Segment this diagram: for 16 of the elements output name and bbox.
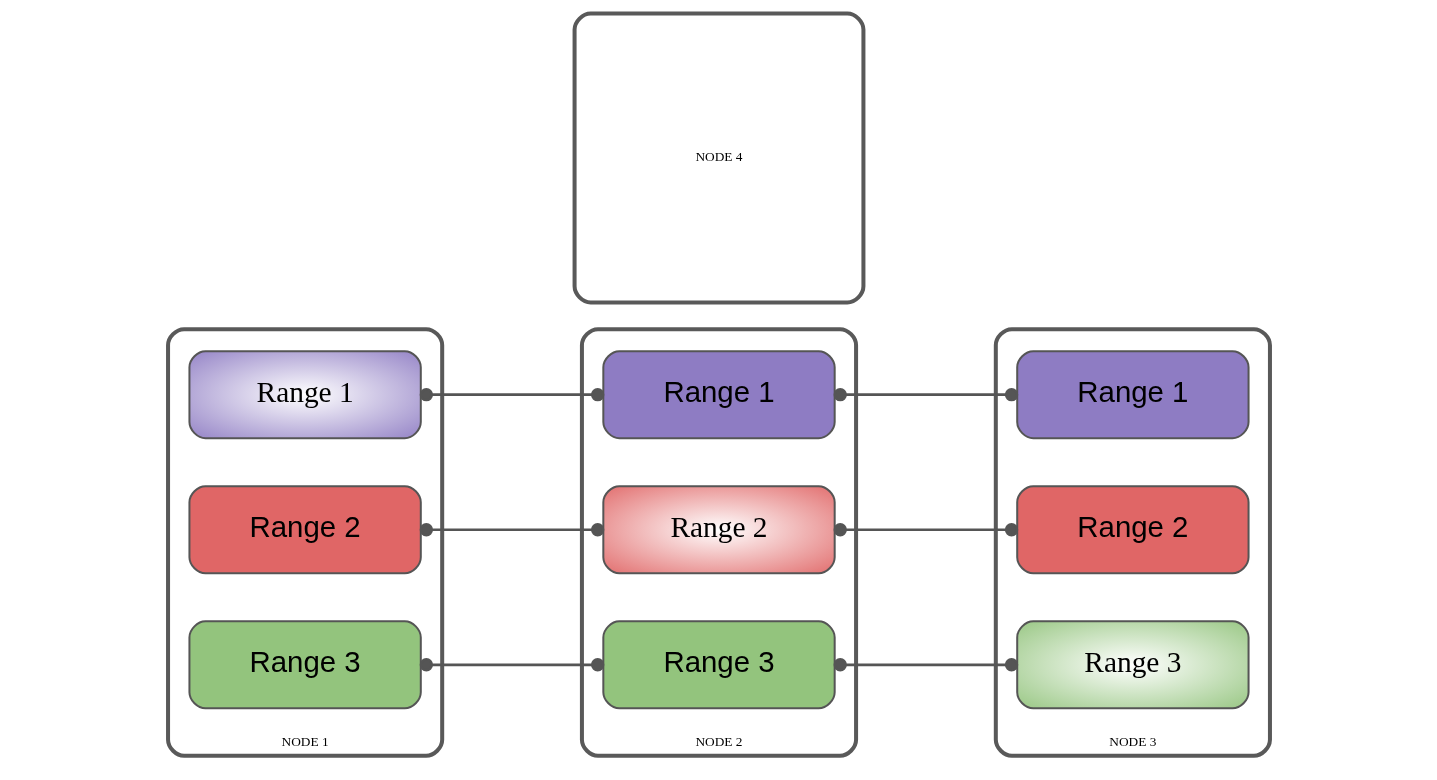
node-box: Range 1	[1015, 350, 1250, 440]
node-box: Range 3	[1015, 620, 1250, 710]
connector	[833, 658, 1018, 672]
connector	[833, 388, 1018, 402]
node-box: Range 1	[187, 350, 422, 440]
connector	[419, 523, 604, 537]
node-box: Range 2	[1015, 485, 1250, 575]
node-box: Range 2	[601, 485, 836, 575]
node-box: Range 3	[601, 620, 836, 710]
connector	[419, 388, 604, 402]
node-box: Range 2	[187, 485, 422, 575]
connector	[833, 523, 1018, 537]
connector	[419, 658, 604, 672]
node-box: NODE 4	[572, 11, 865, 305]
node-box: Range 3	[187, 620, 422, 710]
node-box: Range 1	[601, 350, 836, 440]
